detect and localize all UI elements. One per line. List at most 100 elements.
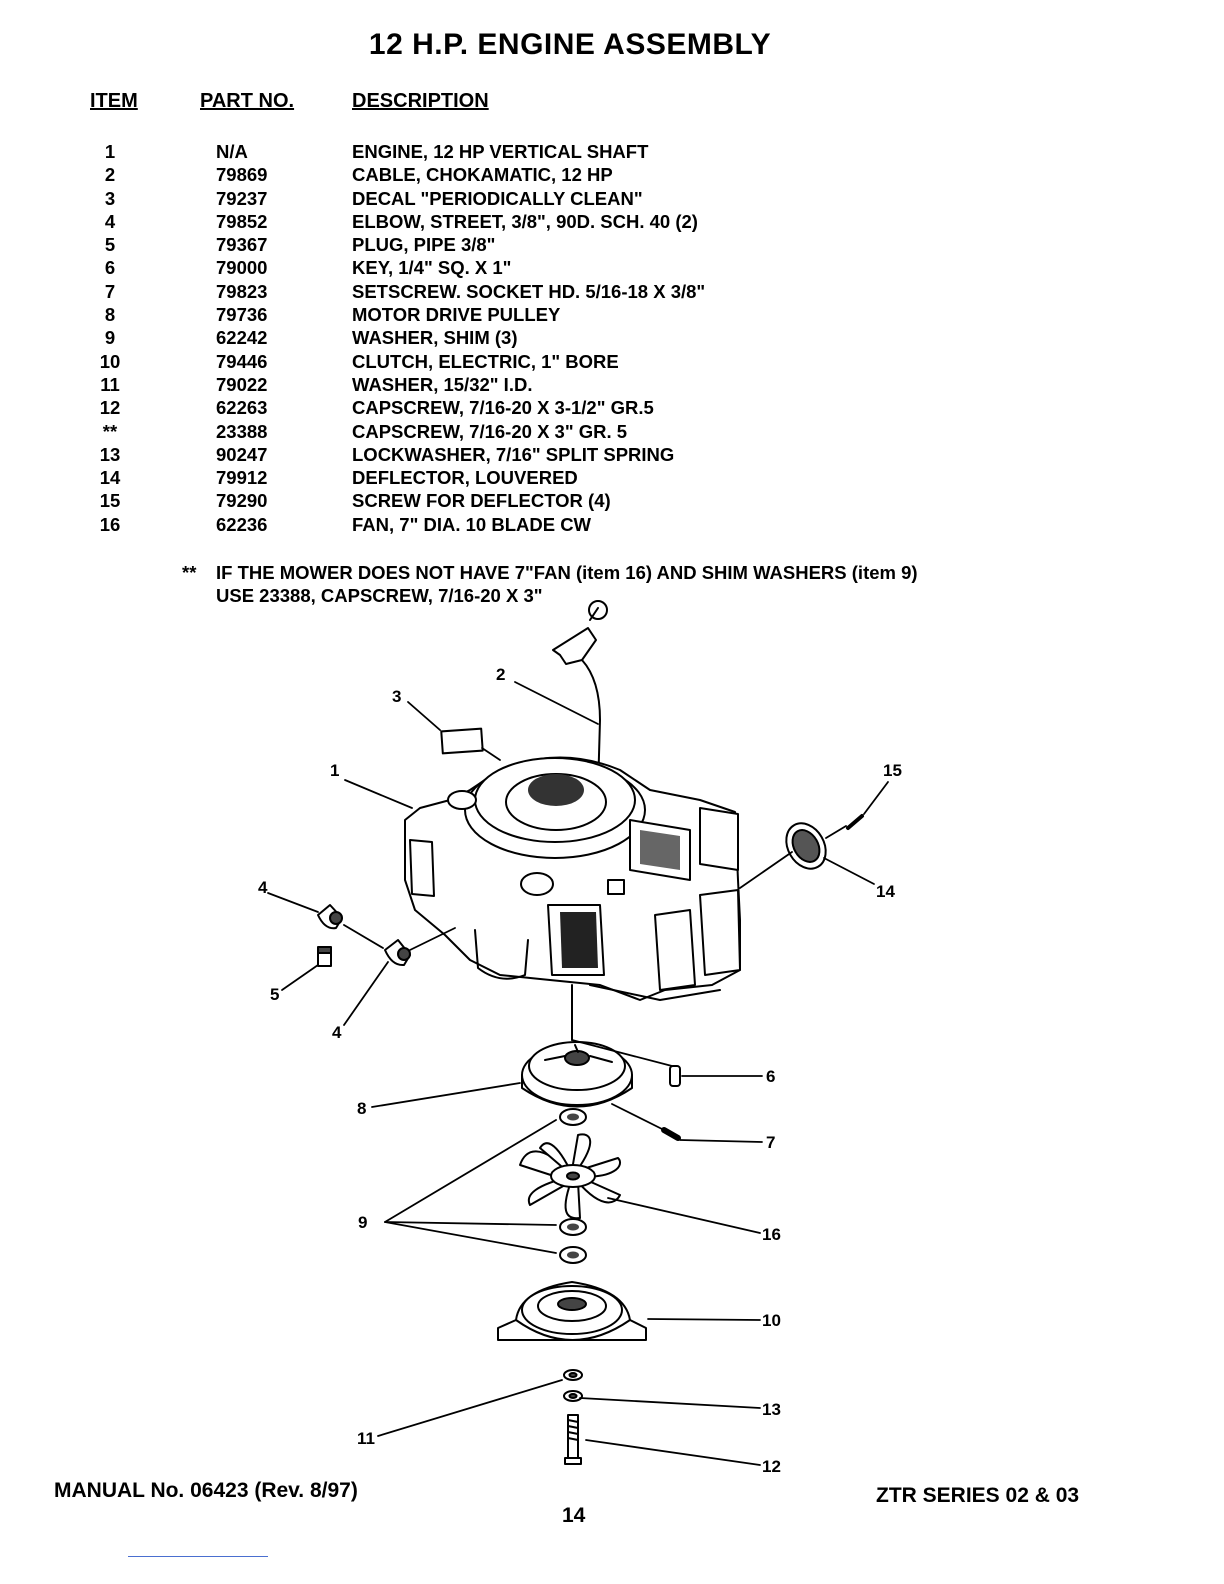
key (669, 1065, 681, 1087)
callout-11: 11 (357, 1429, 375, 1448)
street-elbow-lower (384, 939, 411, 967)
footnote-line-1: IF THE MOWER DOES NOT HAVE 7"FAN (item 1… (216, 562, 918, 583)
parts-row: 14 79912 DEFLECTOR, LOUVERED (0, 466, 1224, 489)
item-number: 16 (99, 513, 121, 535)
callout-5: 5 (270, 985, 279, 1004)
part-description: SCREW FOR DEFLECTOR (4) (352, 490, 611, 512)
page-divider (128, 1556, 268, 1557)
decal (440, 727, 484, 755)
part-number: 62263 (216, 397, 268, 419)
part-number: 62242 (216, 327, 268, 349)
louvered-deflector (785, 822, 827, 870)
motor-drive-pulley (521, 1041, 633, 1108)
item-number: 2 (104, 164, 116, 186)
part-number: 79000 (216, 257, 268, 279)
part-number: 79912 (216, 467, 268, 489)
item-number: 3 (104, 187, 116, 209)
callout-7: 7 (766, 1133, 775, 1152)
footnote-line-2: USE 23388, CAPSCREW, 7/16-20 X 3" (216, 585, 543, 606)
part-description: LOCKWASHER, 7/16" SPLIT SPRING (352, 443, 675, 465)
part-number: 79367 (216, 234, 268, 256)
callout-6: 6 (766, 1067, 775, 1086)
item-number: 7 (104, 280, 116, 302)
item-number: 13 (99, 443, 121, 465)
pipe-plug (317, 946, 332, 967)
callout-4: 4 (332, 1023, 342, 1042)
part-description: WASHER, 15/32" I.D. (352, 373, 533, 395)
callout-labels: 1 2 3 4 5 4 6 7 8 9 16 10 13 11 12 15 14 (258, 665, 902, 1476)
parts-row: 6 79000 KEY, 1/4" SQ. X 1" (0, 256, 1224, 279)
part-number: 79852 (216, 210, 268, 232)
item-number: 9 (104, 327, 116, 349)
callout-3: 3 (392, 687, 401, 706)
parts-row: 9 62242 WASHER, SHIM (3) (0, 326, 1224, 349)
part-number: 79290 (216, 490, 268, 512)
part-description: CABLE, CHOKAMATIC, 12 HP (352, 164, 613, 186)
parts-row: 16 62236 FAN, 7" DIA. 10 BLADE CW (0, 513, 1224, 536)
part-number: N/A (216, 141, 248, 162)
item-number: 5 (104, 234, 116, 256)
part-description: CAPSCREW, 7/16-20 X 3" GR. 5 (352, 420, 628, 442)
footnote-marker: ** (182, 562, 197, 583)
flat-washer (563, 1369, 583, 1381)
part-description: FAN, 7" DIA. 10 BLADE CW (352, 513, 592, 535)
callout-14: 14 (876, 882, 895, 901)
item-number: 1 (104, 141, 116, 162)
item-number: ** (102, 420, 118, 442)
street-elbow-upper (317, 904, 343, 930)
page-title: 12 H.P. ENGINE ASSEMBLY (368, 28, 772, 61)
item-number: 4 (104, 210, 116, 232)
series-label: ZTR SERIES 02 & 03 (876, 1484, 1080, 1507)
part-number: 79446 (216, 350, 268, 372)
callout-13: 13 (762, 1400, 781, 1419)
engine (404, 756, 741, 1041)
part-number: 79869 (216, 164, 268, 186)
item-number: 15 (99, 490, 121, 512)
callout-12: 12 (762, 1457, 781, 1476)
part-number: 79823 (216, 280, 268, 302)
parts-row: 15 79290 SCREW FOR DEFLECTOR (4) (0, 489, 1224, 512)
part-description: KEY, 1/4" SQ. X 1" (352, 257, 512, 279)
part-number: 62236 (216, 513, 268, 535)
parts-row: 2 79869 CABLE, CHOKAMATIC, 12 HP (0, 163, 1224, 186)
parts-row: 12 62263 CAPSCREW, 7/16-20 X 3-1/2" GR.5 (0, 396, 1224, 419)
manual-number: MANUAL No. 06423 (Rev. 8/97) (54, 1479, 358, 1502)
item-number: 12 (99, 397, 121, 419)
cooling-fan (519, 1133, 621, 1220)
column-header-item: ITEM (90, 90, 138, 112)
column-header-part-no: PART NO. (200, 90, 295, 112)
part-description: ENGINE, 12 HP VERTICAL SHAFT (352, 141, 649, 162)
parts-row: 7 79823 SETSCREW. SOCKET HD. 5/16-18 X 3/8… (0, 280, 1224, 303)
item-number: 14 (99, 467, 121, 489)
electric-clutch (497, 1281, 647, 1341)
callout-15: 15 (883, 761, 902, 780)
part-description: DEFLECTOR, LOUVERED (352, 467, 578, 489)
page-number: 14 (562, 1504, 586, 1527)
callout-9: 9 (358, 1213, 367, 1232)
shim-washer (559, 1218, 587, 1236)
leader-lines (267, 681, 889, 1466)
part-description: PLUG, PIPE 3/8" (352, 234, 496, 256)
deflector-screw (846, 814, 864, 830)
part-description: WASHER, SHIM (3) (352, 327, 518, 349)
shim-washer (559, 1246, 587, 1264)
capscrew (564, 1414, 582, 1465)
part-description: CAPSCREW, 7/16-20 X 3-1/2" GR.5 (352, 397, 654, 419)
part-description: SETSCREW. SOCKET HD. 5/16-18 X 3/8" (352, 280, 706, 302)
part-description: CLUTCH, ELECTRIC, 1" BORE (352, 350, 619, 372)
shim-washer (559, 1108, 587, 1126)
parts-row: 5 79367 PLUG, PIPE 3/8" (0, 233, 1224, 256)
parts-row: 1 N/A ENGINE, 12 HP VERTICAL SHAFT (0, 140, 1224, 163)
item-number: 6 (104, 257, 116, 279)
part-number: 79022 (216, 373, 268, 395)
callout-4: 4 (258, 878, 268, 897)
